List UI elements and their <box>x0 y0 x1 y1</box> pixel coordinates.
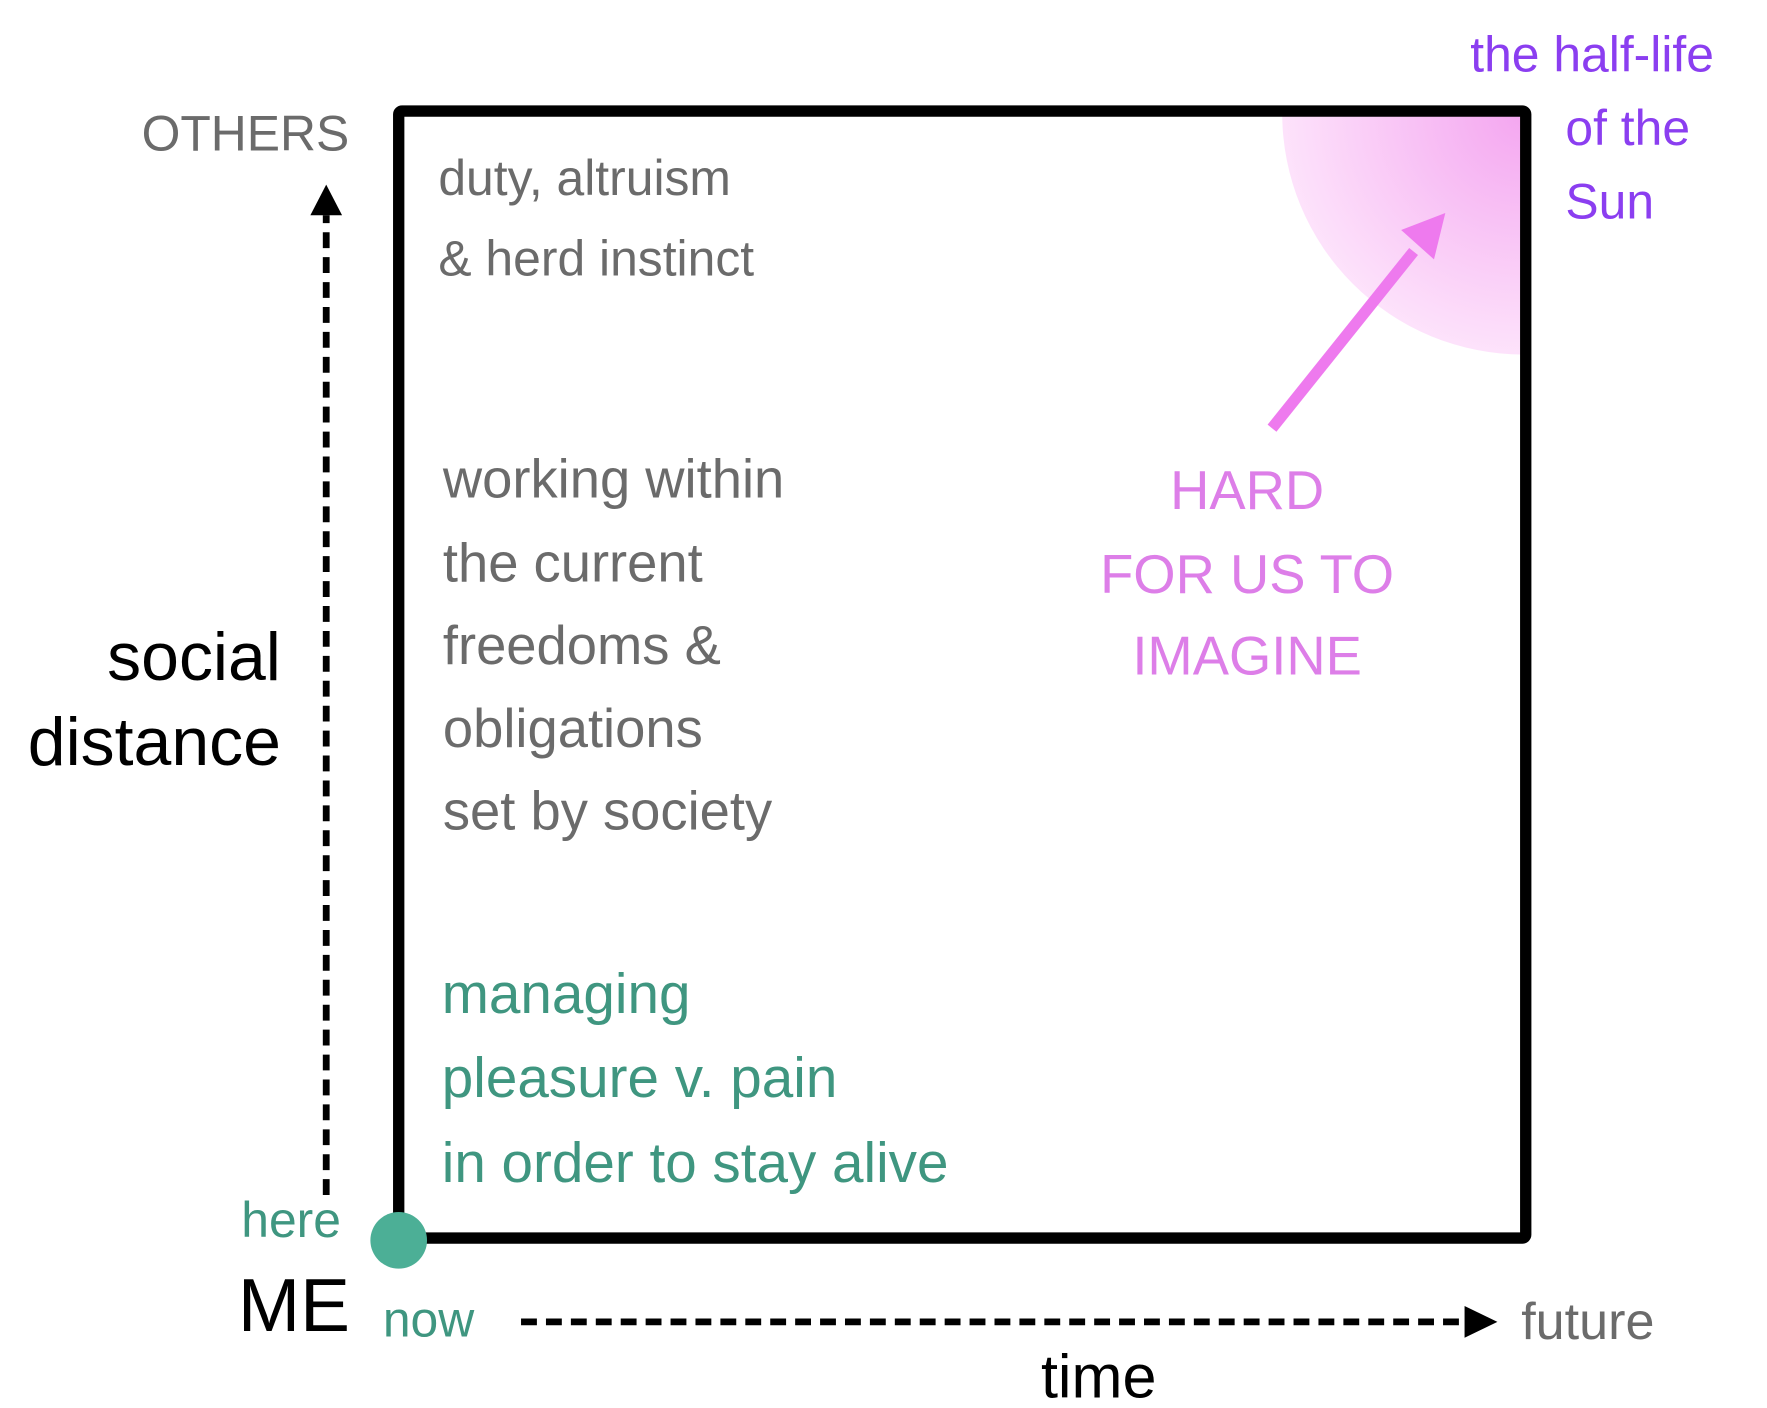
y-axis-arrowhead-icon <box>310 184 343 216</box>
hard-line3: IMAGINE <box>1132 625 1362 686</box>
imagination-arrow <box>1267 247 1419 432</box>
bottom-region-line2: pleasure v. pain <box>442 1047 838 1110</box>
x-axis-label: time <box>1041 1342 1157 1408</box>
origin-dot <box>370 1212 428 1269</box>
bottom-region-line3: in order to stay alive <box>442 1132 949 1195</box>
x-axis-arrowhead-icon <box>1464 1306 1498 1338</box>
bottom-region-line1: managing <box>442 963 691 1026</box>
diagram-frame <box>393 105 1532 1244</box>
middle-region-line2: the current <box>443 532 703 593</box>
y-axis-label-line1: social <box>107 619 281 695</box>
middle-region-line4: obligations <box>443 698 703 759</box>
imagination-arrowhead-icon <box>1401 212 1446 260</box>
sun-note-line3: Sun <box>1565 174 1654 230</box>
y-top-label: OTHERS <box>142 106 350 162</box>
sun-note-line1: the half-life <box>1470 26 1714 82</box>
top-region-line2: & herd instinct <box>438 230 754 286</box>
sun-glow <box>1282 113 1524 355</box>
origin-time-label: now <box>383 1292 475 1348</box>
y-axis-label-line2: distance <box>28 704 281 780</box>
middle-region-line5: set by society <box>443 781 773 842</box>
x-end-label: future <box>1521 1293 1654 1351</box>
top-region-line1: duty, altruism <box>438 150 731 206</box>
origin-place-label: here <box>241 1192 341 1248</box>
origin-label: ME <box>238 1263 350 1347</box>
middle-region-line3: freedoms & <box>443 615 721 676</box>
hard-line1: HARD <box>1170 460 1324 521</box>
hard-line2: FOR US TO <box>1100 544 1394 605</box>
middle-region-line1: working within <box>442 449 784 510</box>
sun-note-line2: of the <box>1565 100 1690 156</box>
